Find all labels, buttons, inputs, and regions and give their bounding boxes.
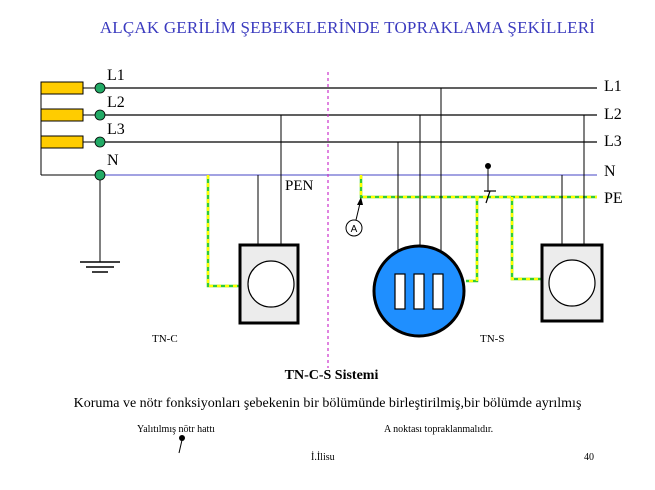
l2-node — [94, 109, 106, 121]
left-l2-label: L2 — [107, 94, 125, 111]
left-n-label: N — [107, 152, 119, 169]
description-text: Koruma ve nötr fonksiyonları şebekenin b… — [73, 396, 582, 411]
point-a-label: A — [351, 224, 358, 235]
right-l1-label: L1 — [604, 78, 622, 95]
transformer-winding-2 — [40, 108, 84, 122]
motor-terminal-3 — [432, 273, 444, 310]
n-node — [94, 169, 106, 181]
right-l2-label: L2 — [604, 106, 622, 123]
pen-label: PEN — [285, 178, 314, 194]
motor-terminal-2 — [413, 273, 425, 310]
right-l3-label: L3 — [604, 133, 622, 150]
point-a-marker — [345, 219, 363, 237]
tn-c-label: TN-C — [152, 333, 178, 345]
legend-insulated-neutral: Yalıtılmış nötr hattı — [137, 424, 215, 435]
l3-node — [94, 136, 106, 148]
transformer-winding-3 — [40, 135, 84, 149]
tnc-pe-connection — [206, 175, 240, 288]
motor-terminal-1 — [394, 273, 406, 310]
tnc-load-symbol — [247, 260, 295, 308]
tn-s-label: TN-S — [480, 333, 505, 345]
page-title: ALÇAK GERİLİM ŞEBEKELERİNDE TOPRAKLAMA Ş… — [99, 18, 596, 37]
tns-load-symbol — [548, 259, 596, 307]
l1-node — [94, 82, 106, 94]
left-l1-label: L1 — [107, 67, 125, 84]
right-n-label: N — [604, 163, 616, 180]
left-l3-label: L3 — [107, 121, 125, 138]
tns-pe-connection — [510, 197, 542, 281]
transformer-winding-1 — [40, 81, 84, 95]
legend-point-a-note: A noktası topraklanmalıdır. — [384, 424, 494, 435]
footer-author: İ.İlisu — [311, 452, 335, 463]
page-number: 40 — [584, 452, 594, 463]
motor-pe-connection — [466, 197, 479, 283]
right-pe-label: PE — [604, 190, 623, 207]
system-title: TN-C-S Sistemi — [284, 368, 379, 383]
insulated-neutral-legend-icon — [178, 439, 183, 454]
